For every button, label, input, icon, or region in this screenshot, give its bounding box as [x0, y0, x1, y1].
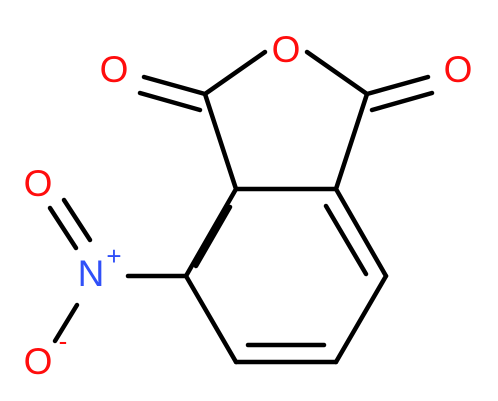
bond-c3-o-carbonyl-a — [141, 74, 208, 97]
bond-n-o-double-b — [61, 197, 93, 243]
bond-c3-o2 — [202, 49, 268, 97]
atom-o-carbonyl-left: O — [100, 49, 129, 90]
bond-n-o-single — [52, 302, 80, 344]
bond-c6-c7 — [333, 273, 389, 365]
charge-n-plus: + — [106, 241, 121, 271]
bond-c3a-c4-inner — [193, 204, 233, 269]
bond-c7a-c1 — [333, 91, 370, 192]
bond-n-o-double-a — [47, 205, 79, 251]
bond-c7-c7a-inner — [323, 203, 369, 277]
bond-c3a-c4 — [183, 186, 239, 279]
bond-c4-c5 — [183, 273, 239, 365]
atom-o-nitro-double: O — [24, 163, 53, 204]
bond-c3-o-carbonyl-b — [137, 90, 203, 113]
atom-n-nitro: N — [78, 253, 105, 294]
bond-c1-o-carbonyl-b — [369, 90, 435, 113]
atom-o-carbonyl-right: O — [444, 49, 473, 90]
bond-c1-o2 — [304, 49, 370, 97]
atom-o-nitro-single: O — [24, 341, 53, 382]
charge-o-minus: - — [59, 326, 68, 356]
atom-o-ring: O — [272, 29, 301, 70]
bond-c1-o-carbonyl-a — [364, 74, 431, 97]
bond-c3a-c3 — [202, 91, 239, 192]
bond-c7-c7a — [333, 186, 389, 279]
